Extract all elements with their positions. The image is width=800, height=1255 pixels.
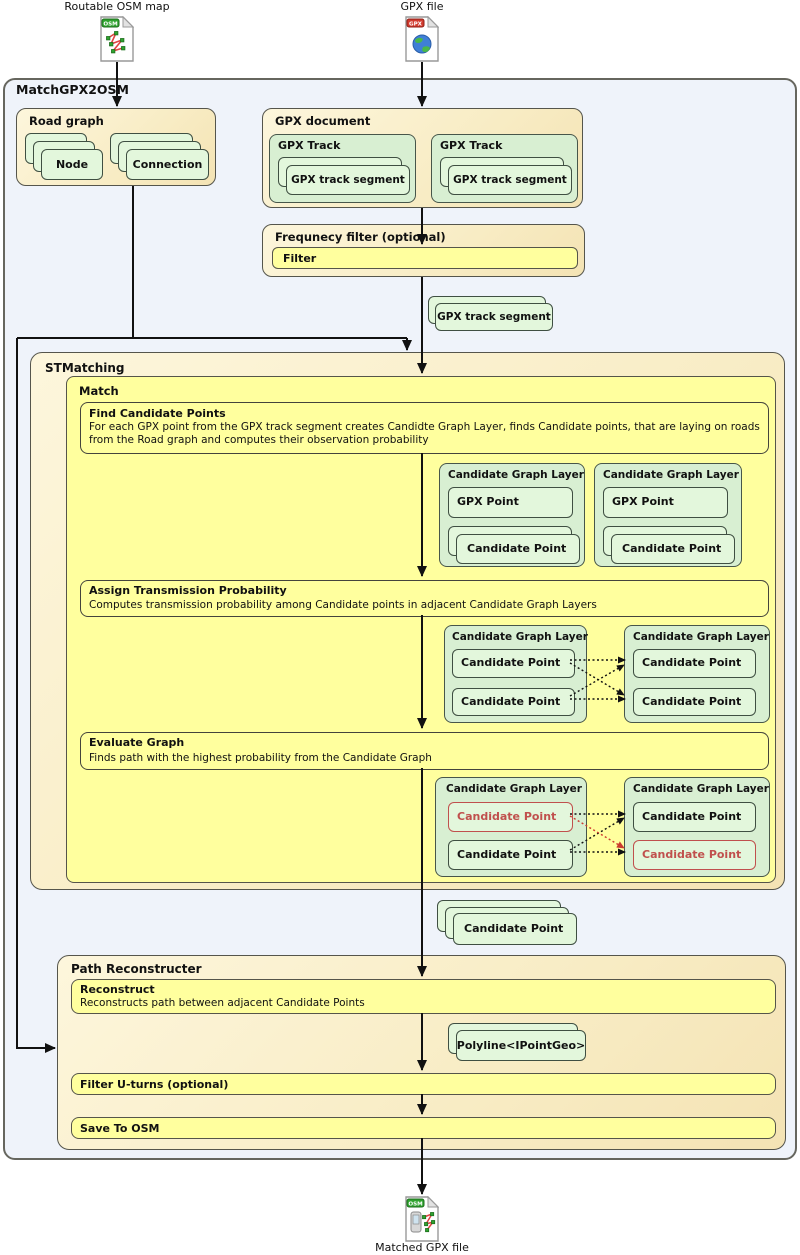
routable-osm-map-label: Routable OSM map xyxy=(64,0,170,13)
node-box: Node xyxy=(41,149,103,180)
gpx-track-box: GPX Track GPX track segment xyxy=(431,134,578,203)
find-candidate-points-box: Find Candidate Points For each GPX point… xyxy=(80,402,769,454)
candidate-graph-layer: Candidate Graph Layer GPX Point Candidat… xyxy=(594,463,742,567)
evaluate-graph-box: Evaluate Graph Finds path with the highe… xyxy=(80,732,769,770)
find-candidate-points-title: Find Candidate Points xyxy=(89,407,226,420)
matched-gpx-file-label: Matched GPX file xyxy=(375,1241,469,1254)
matched-gpx-file-icon: OSM xyxy=(405,1195,440,1246)
filter-box: Filter xyxy=(272,247,578,269)
reconstruct-desc: Reconstructs path between adjacent Candi… xyxy=(80,997,365,1009)
output-badge-text: OSM xyxy=(408,1201,423,1207)
road-graph-title: Road graph xyxy=(29,114,104,128)
gpx-file-label: GPX file xyxy=(400,0,444,13)
path-reconstructer-box: Path Reconstructer Reconstruct Reconstru… xyxy=(57,955,786,1150)
gpx-document-box: GPX document GPX Track GPX track segment… xyxy=(262,108,583,208)
connection-box: Connection xyxy=(126,149,209,180)
candidate-graph-layer-title: Candidate Graph Layer xyxy=(452,631,588,643)
find-candidate-points-desc: For each GPX point from the GPX track se… xyxy=(89,421,760,446)
gpx-document-title: GPX document xyxy=(275,114,371,128)
gpx-badge-text: GPX xyxy=(409,21,423,27)
match-title: Match xyxy=(79,384,119,398)
candidate-graph-layer-title: Candidate Graph Layer xyxy=(633,631,769,643)
candidate-point-box: Candidate Point xyxy=(448,840,573,870)
reconstruct-box: Reconstruct Reconstructs path between ad… xyxy=(71,979,776,1014)
candidate-graph-layer: Candidate Graph Layer Candidate Point Ca… xyxy=(435,777,587,877)
path-reconstructer-title: Path Reconstructer xyxy=(71,962,202,976)
candidate-point-box: Candidate Point xyxy=(633,688,756,716)
gpx-point-box: GPX Point xyxy=(603,487,728,518)
candidate-graph-layer-title: Candidate Graph Layer xyxy=(448,469,584,481)
reconstruct-title: Reconstruct xyxy=(80,983,155,996)
filter-uturns-box: Filter U-turns (optional) xyxy=(71,1073,776,1095)
segment-stack: GPX track segment xyxy=(428,296,556,332)
osm-file-icon: OSM xyxy=(100,15,135,66)
gpx-track-segment-box: GPX track segment xyxy=(448,165,572,195)
candidate-graph-layer: Candidate Graph Layer Candidate Point Ca… xyxy=(444,625,588,723)
evaluate-graph-title: Evaluate Graph xyxy=(89,736,185,749)
stmatching-box: STMatching Match Find Candidate Points F… xyxy=(30,352,785,890)
road-graph-box: Road graph Node Connection xyxy=(16,108,216,186)
gpx-track-box: GPX Track GPX track segment xyxy=(269,134,416,203)
candidate-point-box: Candidate Point xyxy=(452,688,575,716)
candidate-point-box: Candidate Point xyxy=(633,802,756,832)
candidate-point-box-highlight: Candidate Point xyxy=(448,802,573,832)
candidate-graph-layer-title: Candidate Graph Layer xyxy=(603,469,739,481)
assign-transmission-box: Assign Transmission Probability Computes… xyxy=(80,580,769,617)
candidate-point-stack-front: Candidate Point xyxy=(453,913,577,945)
matchgpx2osm-title: MatchGPX2OSM xyxy=(16,82,129,97)
candidate-point-stack: Candidate Point xyxy=(437,900,587,948)
candidate-graph-layer: Candidate Graph Layer GPX Point Candidat… xyxy=(439,463,585,567)
stmatching-title: STMatching xyxy=(45,361,125,375)
assign-transmission-desc: Computes transmission probability among … xyxy=(89,599,597,611)
gpx-point-box: GPX Point xyxy=(448,487,573,518)
candidate-graph-layer: Candidate Graph Layer Candidate Point Ca… xyxy=(624,625,770,723)
gpx-track-segment-box: GPX track segment xyxy=(286,165,410,195)
osm-badge-text: OSM xyxy=(103,21,118,27)
candidate-point-box: Candidate Point xyxy=(452,649,575,678)
polyline-box: Polyline<IPointGeo> xyxy=(456,1030,586,1061)
frequency-filter-box: Frequnecy filter (optional) Filter xyxy=(262,224,585,277)
candidate-graph-layer-title: Candidate Graph Layer xyxy=(633,783,769,795)
candidate-point-box: Candidate Point xyxy=(633,649,756,678)
gpx-track-title: GPX Track xyxy=(440,139,503,152)
frequency-filter-title: Frequnecy filter (optional) xyxy=(275,230,446,244)
gpx-file-icon: GPX xyxy=(405,15,440,66)
candidate-point-box: Candidate Point xyxy=(456,534,580,564)
polyline-stack: Polyline<IPointGeo> xyxy=(448,1023,593,1065)
candidate-point-box-highlight: Candidate Point xyxy=(633,840,756,870)
match-box: Match Find Candidate Points For each GPX… xyxy=(66,376,776,883)
assign-transmission-title: Assign Transmission Probability xyxy=(89,584,287,597)
candidate-graph-layer: Candidate Graph Layer Candidate Point Ca… xyxy=(624,777,770,877)
evaluate-graph-desc: Finds path with the highest probability … xyxy=(89,752,432,764)
save-to-osm-box: Save To OSM xyxy=(71,1117,776,1139)
candidate-graph-layer-title: Candidate Graph Layer xyxy=(446,783,582,795)
gpx-track-title: GPX Track xyxy=(278,139,341,152)
segment-stack-front: GPX track segment xyxy=(435,303,553,331)
candidate-point-box: Candidate Point xyxy=(611,534,735,564)
